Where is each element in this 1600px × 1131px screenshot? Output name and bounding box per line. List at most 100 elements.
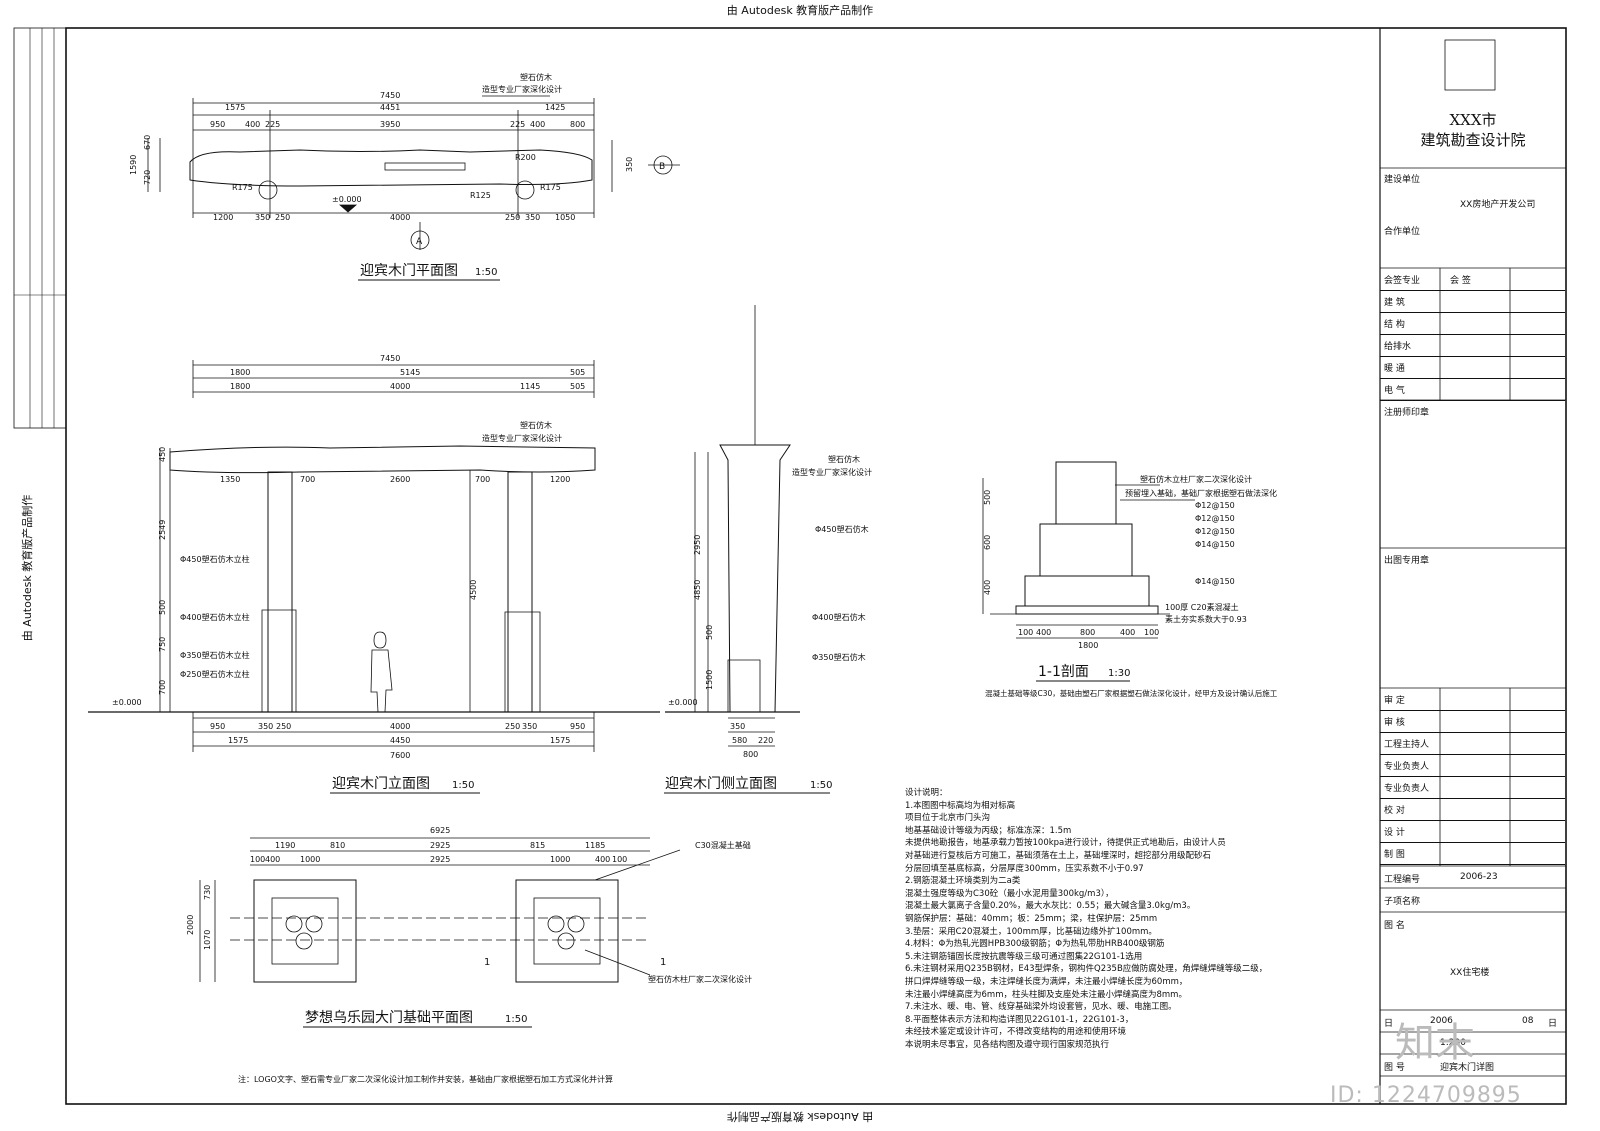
sec-dim-total: 1800 (1078, 641, 1098, 650)
note-line: 混凝土强度等级为C30砼（最小水泥用量300kg/m3）， (905, 888, 1114, 899)
sec-dim-h3: 400 (983, 580, 992, 595)
sec-rebar-3: Φ12@150 (1195, 527, 1235, 536)
side-labels: 2950 4850 500 1500 塑石仿木 造型专业厂家深化设计 Φ450塑… (665, 454, 872, 792)
signature-row: 审 定 (1380, 688, 1565, 711)
note-line: 未注最小焊缝高度为6mm，柱头柱脚及支座处未注最小焊缝高度为8mm。 (905, 989, 1187, 1000)
sec-dim-w2: 400 (1036, 628, 1051, 637)
note-line: 本说明未尽事宜，见各结构图及遵守现行国家规范执行 (905, 1039, 1110, 1050)
elev-post-4: Φ250塑石仿木立柱 (180, 669, 250, 679)
client-name: XX房地产开发公司 (1460, 200, 1536, 210)
elev-post-3: Φ350塑石仿木立柱 (180, 650, 250, 660)
plan-dim-v4: 350 (625, 157, 634, 172)
elev-label-fakewood: 塑石仿木 (520, 420, 552, 430)
elev-dim-h3: 500 (158, 600, 167, 615)
elev-dim-c1: 1350 (220, 475, 240, 484)
side-post-2: Φ400塑石仿木 (812, 612, 866, 622)
plan-dim-s1: 950 (210, 120, 225, 129)
project-name-label: 子项名称 (1384, 897, 1421, 907)
countersign-row: 电 气 (1380, 378, 1565, 401)
side-dim-w4: 800 (743, 750, 758, 759)
elev-dim-c3: 2600 (390, 475, 410, 484)
signature-label: 审 核 (1384, 718, 1405, 728)
plan-dim-b3: 250 (275, 213, 290, 222)
date-value: 2006 (1430, 1016, 1453, 1026)
sec-note-4: 素土夯实系数大于0.93 (1165, 614, 1247, 624)
signature-row: 专业负责人 (1380, 754, 1565, 777)
elevation-title: 迎宾木门立面图 (332, 776, 430, 792)
elev-dim-a1: 1800 (230, 368, 250, 377)
section-labels: 500 600 400 塑石仿木立柱厂家二次深化设计 预留埋入基础，基础厂家根据… (983, 474, 1278, 698)
countersign-label: 结 构 (1384, 320, 1405, 330)
found-dim-v1: 2000 (186, 915, 195, 935)
elevation-view (88, 360, 660, 752)
plan-view (147, 95, 680, 250)
bottom-note: 注：LOGO文字、塑石需专业厂家二次深化设计加工制作并安装，基础由厂家根据塑石加… (238, 1074, 613, 1084)
plan-marker-b: B (659, 162, 665, 172)
date-end: 日 (1548, 1019, 1558, 1029)
elev-dim-h1: 450 (158, 447, 167, 462)
countersign-row: 建 筑 (1380, 290, 1565, 313)
found-dim-b1: 100 (250, 855, 265, 864)
side-label-vendor: 造型专业厂家深化设计 (792, 467, 872, 477)
side-title: 迎宾木门侧立面图 (665, 776, 777, 792)
countersign-row: 会签专业会 签 (1380, 268, 1565, 291)
note-line: 2.钢筋混凝土环境类别为二a类 (905, 876, 1021, 887)
brand-mark: 知末 (1395, 1020, 1475, 1066)
plan-radius-2: R125 (470, 191, 491, 200)
countersign-label: 暖 通 (1384, 364, 1405, 374)
plan-dim-s5: 225 (510, 120, 525, 129)
found-dim-v2: 730 (203, 885, 212, 900)
countersign-row: 结 构 (1380, 312, 1565, 335)
countersign-row: 给排水 (1380, 334, 1565, 357)
found-dim-b7: 100 (612, 855, 627, 864)
side-dim-w2: 580 (732, 736, 747, 745)
sec-rebar-4: Φ14@150 (1195, 540, 1235, 549)
elev-dim-b2: 4000 (390, 382, 410, 391)
sec-dim-h2: 600 (983, 535, 992, 550)
signature-row: 专业负责人 (1380, 776, 1565, 799)
elev-dim-a3: 505 (570, 368, 585, 377)
note-line: 分层回填至基底标高，分层厚度300mm，压实系数不小于0.97 (905, 863, 1144, 874)
signature-row: 审 核 (1380, 710, 1565, 733)
plan-dim-b5: 250 (505, 213, 520, 222)
plan-level: ±0.000 (332, 195, 362, 204)
found-dim-b4: 2925 (430, 855, 450, 864)
countersign-row: 暖 通 (1380, 356, 1565, 379)
found-dim-a5: 1185 (585, 841, 605, 850)
side-dim-w3: 220 (758, 736, 773, 745)
sec-note-3: 100厚 C20素混凝土 (1165, 602, 1239, 612)
countersign-label: 会签专业 (1384, 276, 1421, 286)
plan-dim-d1: 1575 (225, 103, 245, 112)
found-label-c30: C30混凝土基础 (695, 840, 751, 850)
plan-labels: 7450 1575 4451 1425 950 400 225 3950 225… (129, 72, 665, 279)
side-post-1: Φ450塑石仿木 (815, 524, 869, 534)
countersign-label: 建 筑 (1384, 298, 1405, 308)
found-sec-mark-1: 1 (484, 957, 490, 968)
found-dim-a1: 1190 (275, 841, 295, 850)
plan-title: 迎宾木门平面图 (360, 263, 458, 279)
section-view (982, 461, 1195, 639)
sheet-label: 图 号 (1384, 1063, 1405, 1073)
sec-rebar-5: Φ14@150 (1195, 577, 1235, 586)
countersign-label: 给排水 (1384, 342, 1412, 352)
found-dim-b6: 400 (595, 855, 610, 864)
found-dim-v3: 1070 (203, 930, 212, 950)
side-dim-h2: 4850 (693, 580, 702, 600)
elev-dim-e3: 1575 (550, 736, 570, 745)
elev-dim-d4: 4000 (390, 722, 410, 731)
institute-line2: 建筑勘查设计院 (1420, 131, 1526, 149)
sec-dim-w4: 400 (1120, 628, 1135, 637)
sec-dim-w1: 100 (1018, 628, 1033, 637)
plan-dim-b7: 1050 (555, 213, 575, 222)
found-dim-b3: 1000 (300, 855, 320, 864)
partner-label: 合作单位 (1384, 227, 1421, 237)
signature-label: 设 计 (1384, 828, 1405, 838)
side-scale: 1:50 (810, 780, 832, 791)
signature-label: 校 对 (1384, 806, 1405, 816)
sec-rebar-2: Φ12@150 (1195, 514, 1235, 523)
sheet-border (65, 27, 1567, 1105)
side-dim-h3: 500 (705, 625, 714, 640)
elev-dim-c4: 700 (475, 475, 490, 484)
design-notes: 设计说明：1.本图图中标高均为相对标高 项目位于北京市门头沟 地基基础设计等级为… (905, 787, 1345, 1051)
foundation-view (199, 837, 681, 983)
